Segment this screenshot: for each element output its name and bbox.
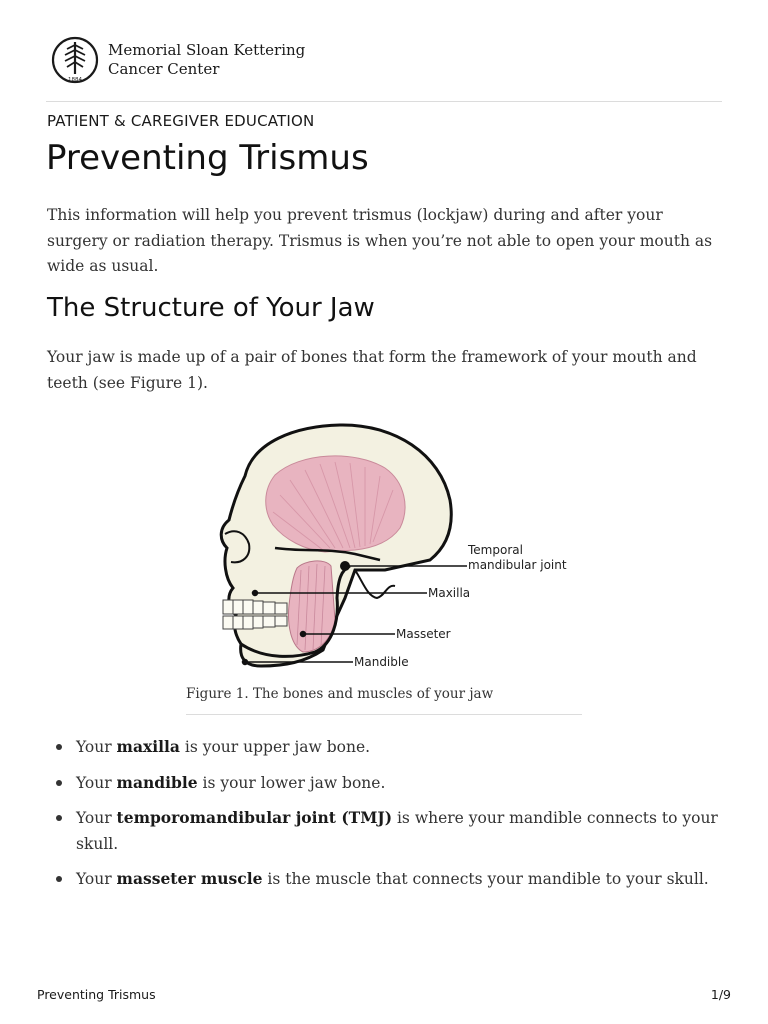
term: mandible [116, 772, 198, 792]
figure-caption: Figure 1. The bones and muscles of your … [186, 686, 494, 702]
intro-paragraph: This information will help you prevent t… [47, 206, 713, 275]
label-mandible: Mandible [354, 655, 409, 669]
list-item: Your temporomandibular joint (TMJ) is wh… [56, 805, 720, 857]
jaw-figure: Temporal mandibular joint Maxilla Masset… [219, 423, 567, 669]
figure-leader-lines [241, 563, 467, 666]
logo-year: 1884 [68, 77, 82, 83]
list-item: Your masseter muscle is the muscle that … [56, 866, 720, 893]
bullet-icon [56, 876, 62, 882]
org-name: Memorial Sloan Kettering Cancer Center [108, 41, 305, 79]
section-paragraph: Your jaw is made up of a pair of bones t… [47, 348, 697, 392]
bullet-icon [56, 815, 62, 821]
label-tmj-line2: mandibular joint [468, 558, 567, 572]
header-divider [46, 101, 722, 102]
skull-illustration [219, 423, 453, 668]
section-eyebrow: PATIENT & CAREGIVER EDUCATION [47, 112, 315, 130]
org-name-line2: Cancer Center [108, 60, 220, 78]
list-item: Your mandible is your lower jaw bone. [56, 770, 720, 797]
term: temporomandibular joint (TMJ) [116, 808, 393, 827]
page-title: Preventing Trismus [46, 138, 369, 178]
list-item: Your maxilla is your upper jaw bone. [56, 734, 720, 761]
label-maxilla: Maxilla [428, 586, 470, 600]
jaw-terms-list: Your maxilla is your upper jaw bone. You… [56, 734, 720, 902]
org-name-line1: Memorial Sloan Kettering [108, 41, 306, 59]
footer-doc-title: Preventing Trismus [37, 987, 156, 1002]
msk-logo: 1884 Memorial Sloan Kettering Cancer Cen… [50, 34, 305, 86]
bullet-icon [56, 744, 62, 750]
term: maxilla [116, 737, 180, 756]
msk-tree-icon: 1884 [51, 36, 99, 84]
section-heading: The Structure of Your Jaw [47, 293, 375, 323]
term: masseter muscle [116, 869, 263, 888]
label-tmj-line1: Temporal [467, 543, 523, 557]
bullet-icon [56, 779, 62, 786]
caption-divider [186, 714, 582, 715]
footer-page-number: 1/9 [710, 987, 731, 1002]
label-masseter: Masseter [396, 627, 451, 641]
